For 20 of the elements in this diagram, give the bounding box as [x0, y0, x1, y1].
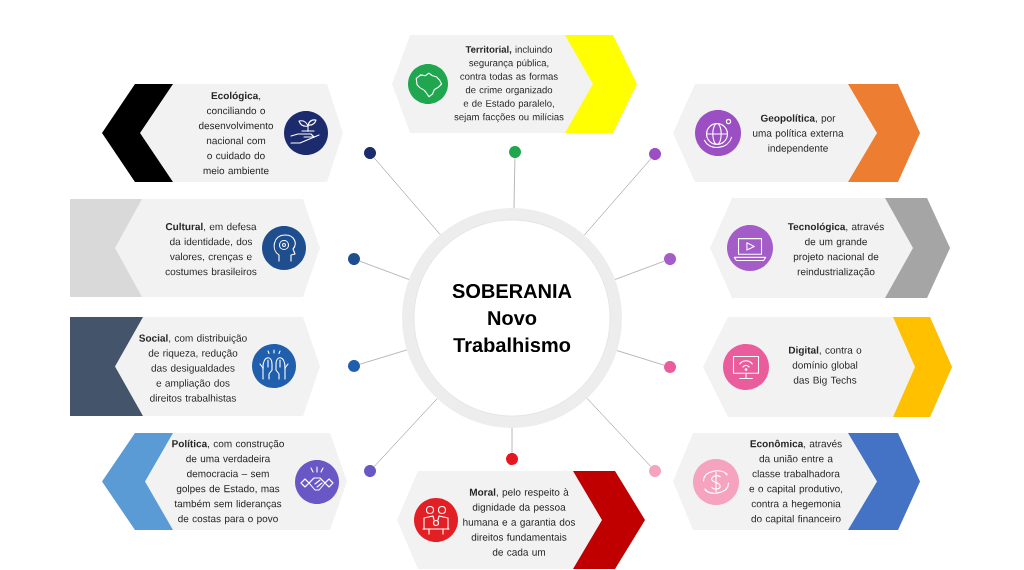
hexagon-box: Digital, contra o domínio global das Big Techs	[703, 317, 952, 417]
hexagon-box: Tecnológica, através de um grande projeto nacional de reindustrialização	[710, 198, 950, 298]
connector-line	[583, 158, 652, 236]
connector-line	[511, 427, 513, 454]
hexagon-box: Social, com distribuição de riqueza, redução das desigualdades e ampliação dos direitos trabalhistas	[70, 317, 320, 416]
hexagon-box: Territorial, incluindo segurança pública, contra todas as formas de crime organizado e de Estado paralelo, sejam facções ou milícias	[392, 35, 637, 133]
connector-line	[359, 349, 408, 365]
connector-line	[586, 397, 652, 467]
hexagon-box: Geopolítica, por uma política externa independente	[673, 84, 920, 182]
connector-line	[614, 260, 665, 280]
hexagon-box: Cultural, em defesa da identidade, dos valores, crenças e costumes brasileiros	[70, 199, 320, 297]
hexagon-box: Ecológica, conciliando o desenvolvimento nacional com o cuidado do meio ambiente	[102, 84, 343, 182]
connector-line	[373, 157, 441, 236]
connector-line	[373, 398, 438, 467]
connector-line	[513, 157, 516, 209]
connector-line	[616, 350, 665, 366]
hexagon-box: Moral, pelo respeito à dignidade da pessoa humana e a garantia dos direitos fundamentais de cada um	[397, 471, 645, 569]
hexagon-box: Política, com construção de uma verdadeira democracia – sem golpes de Estado, mas também sem lideranças de costas para o povo	[102, 433, 347, 530]
connector-line	[359, 260, 410, 280]
hexagon-box: Econômica, através da união entre a classe trabalhadora e o capital produtivo, contra a hegemonia do capital financeiro	[673, 433, 920, 530]
